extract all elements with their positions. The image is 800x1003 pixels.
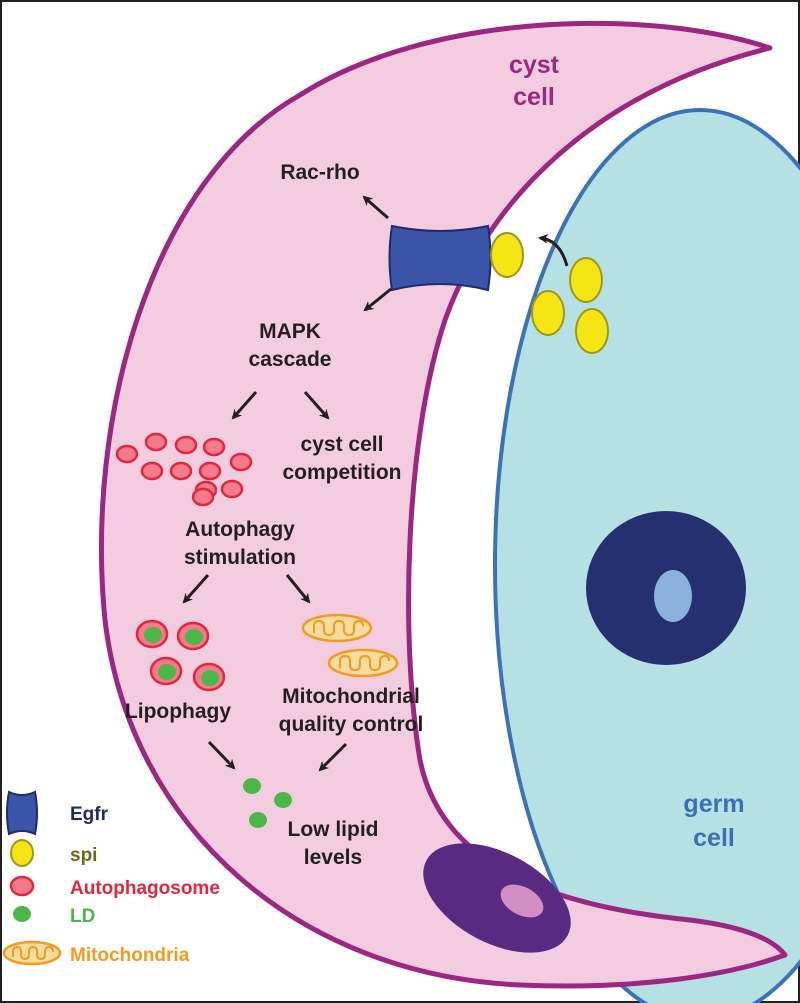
svg-text:cell: cell [513, 83, 555, 111]
autophagosome [198, 461, 222, 481]
lipophagy-label: Lipophagy [125, 700, 231, 723]
legend-mitochondria-label: Mitochondria [70, 945, 190, 966]
autophagosome-with-ld [135, 619, 169, 649]
arrow-to-mapk [363, 287, 392, 312]
autophagosome [202, 437, 226, 457]
low-lipid-label: Low lipid levels [288, 818, 379, 869]
autophagosome [169, 461, 193, 481]
autophagosome [144, 432, 168, 452]
mapk-cascade-label: MAPK cascade [249, 320, 332, 371]
autophagosome [191, 487, 215, 507]
cyst-cell-label: cyst cell [509, 51, 560, 111]
lipid-droplet [274, 792, 292, 808]
legend-autophagosome-label: Autophagosome [70, 878, 220, 899]
lipid-droplets [243, 778, 292, 828]
arrow-to-autophagosomes [231, 391, 258, 420]
arrow-to-mitochondria [285, 574, 311, 604]
svg-text:stimulation: stimulation [184, 546, 296, 569]
germ-cell-label: germ cell [683, 790, 744, 852]
svg-text:cascade: cascade [249, 348, 332, 371]
svg-text:MAPK: MAPK [259, 320, 321, 343]
autophagosome-icon [9, 875, 35, 897]
mitochondrion [327, 648, 399, 678]
svg-text:cyst cell: cyst cell [301, 433, 384, 456]
autophagosome [220, 479, 244, 499]
egfr-icon [6, 790, 38, 836]
cyst-cell [98, 20, 788, 989]
arrow-to-competition [303, 391, 330, 420]
legend: Egfr spi Autophagosome LD Mitochondria [2, 790, 220, 966]
autophagosome [229, 452, 253, 472]
spi-ligand [569, 257, 603, 303]
autophagosome [140, 461, 164, 481]
legend-egfr-label: Egfr [70, 804, 109, 825]
lipid-droplet [243, 778, 261, 794]
arrow-spi-binding [538, 233, 569, 267]
competition-label: cyst cell competition [283, 433, 402, 484]
legend-spi-label: spi [70, 845, 97, 866]
svg-text:levels: levels [304, 846, 362, 869]
svg-text:quality control: quality control [279, 713, 424, 736]
lipid-droplet [249, 812, 267, 828]
arrow-to-lipophagy [182, 574, 210, 604]
egfr-receptor [388, 224, 492, 292]
svg-text:Mitochondrial: Mitochondrial [282, 685, 420, 708]
autophagosome-cluster [115, 432, 253, 507]
svg-text:cyst: cyst [509, 51, 560, 79]
legend-ld-label: LD [70, 906, 95, 927]
spi-ligands [490, 232, 609, 354]
ld-icon [13, 906, 31, 922]
cyst-cell-nucleolus [500, 884, 544, 918]
mito-qc-label: Mitochondrial quality control [279, 685, 424, 736]
svg-text:germ: germ [683, 790, 744, 818]
germ-cell-nucleolus [654, 570, 692, 622]
arrow-to-rac-rho [362, 195, 389, 220]
mitochondrion [301, 613, 373, 643]
cyst-cell-nucleus [423, 843, 571, 953]
svg-text:cell: cell [693, 824, 735, 852]
mitochondria-icon [2, 940, 62, 966]
autophagosome-with-ld [149, 656, 183, 686]
spi-ligand [531, 290, 565, 336]
arrows [182, 195, 569, 772]
arrow-mito-qc-to-ld [318, 742, 348, 772]
autophagosome [115, 444, 139, 464]
autophagosome [174, 435, 198, 455]
spi-ligand [490, 232, 524, 278]
svg-text:Autophagy: Autophagy [185, 518, 295, 541]
lipophagy-vesicles [135, 619, 226, 692]
autophagosome-with-ld [176, 621, 210, 651]
arrow-lipophagy-to-ld [207, 740, 236, 770]
autophagy-stimulation-label: Autophagy stimulation [184, 518, 296, 569]
svg-text:Low lipid: Low lipid [288, 818, 379, 841]
spi-icon [10, 839, 34, 867]
rac-rho-label: Rac-rho [280, 161, 359, 184]
autophagosome-with-ld [192, 662, 226, 692]
spi-ligand [575, 308, 609, 354]
svg-text:competition: competition [283, 461, 402, 484]
